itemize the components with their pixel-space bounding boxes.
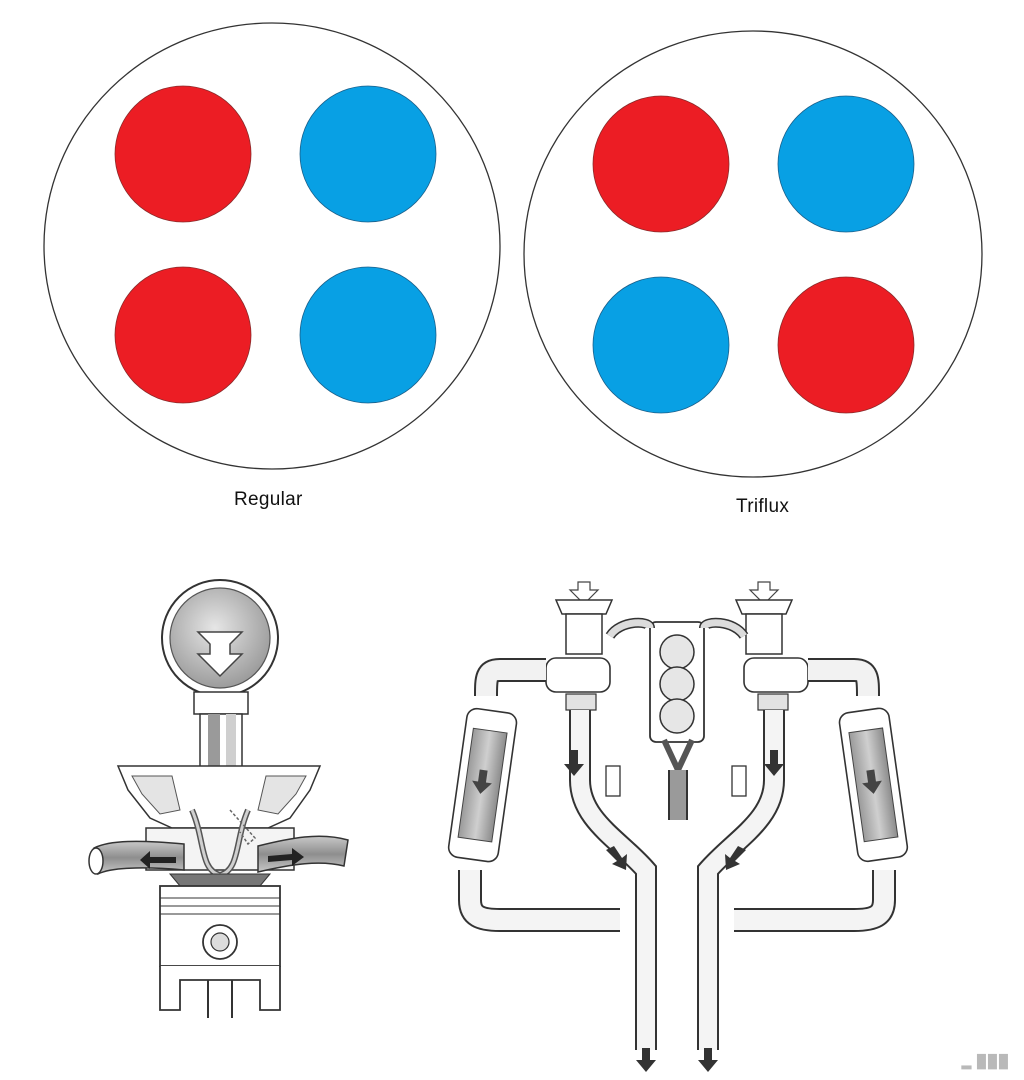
intake-arrow-right-icon bbox=[748, 581, 780, 605]
exhaust-out-arrow-icon bbox=[698, 1048, 718, 1072]
triflux-port-top-left bbox=[592, 95, 730, 233]
port-layout-diagram bbox=[43, 22, 983, 478]
triflux-cylinder-outline bbox=[523, 30, 983, 478]
exhaust-runners bbox=[88, 835, 349, 876]
down-arrow-icon bbox=[196, 631, 244, 678]
flow-arrow-icon bbox=[725, 846, 746, 870]
flow-arrows bbox=[564, 750, 784, 1072]
triflux-caption: Triflux bbox=[736, 496, 790, 517]
flow-arrow-icon bbox=[764, 750, 784, 776]
watermark: ▂ ▉▉▉ bbox=[961, 1054, 1010, 1069]
regular-cylinder bbox=[43, 22, 501, 470]
intercoolers bbox=[447, 707, 909, 863]
twin-turbo-engine-illustration bbox=[447, 581, 909, 1072]
triflux-cylinder bbox=[523, 30, 983, 478]
air-inlets bbox=[554, 599, 794, 655]
flow-arrow-icon bbox=[606, 846, 627, 870]
intake-arrows bbox=[568, 581, 780, 605]
regular-port-bottom-left bbox=[114, 266, 252, 404]
right-arrow-icon bbox=[268, 848, 304, 866]
exhaust-downpipes bbox=[569, 710, 785, 1050]
regular-port-top-left bbox=[114, 85, 252, 223]
regular-port-top-right bbox=[299, 85, 437, 223]
engine-block bbox=[605, 617, 749, 743]
turbine-housing bbox=[161, 579, 279, 697]
exhaust-out-arrow-icon bbox=[636, 1048, 656, 1072]
triflux-port-bottom-left bbox=[592, 276, 730, 414]
flow-arrow-icon bbox=[564, 750, 584, 776]
regular-port-bottom-right bbox=[299, 266, 437, 404]
intake-return-pipes bbox=[458, 870, 896, 932]
regular-cylinder-outline bbox=[43, 22, 501, 470]
intake-arrow-left-icon bbox=[568, 581, 600, 605]
spark-plugs bbox=[605, 765, 747, 797]
triflux-port-bottom-right bbox=[777, 276, 915, 414]
charge-pipes bbox=[474, 658, 880, 697]
left-arrow-icon bbox=[140, 851, 176, 869]
single-cylinder-exhaust-illustration bbox=[88, 579, 349, 1018]
regular-caption: Regular bbox=[234, 489, 303, 510]
combustion-chamber bbox=[168, 873, 272, 887]
triflux-port-top-right bbox=[777, 95, 915, 233]
piston bbox=[159, 885, 281, 1018]
